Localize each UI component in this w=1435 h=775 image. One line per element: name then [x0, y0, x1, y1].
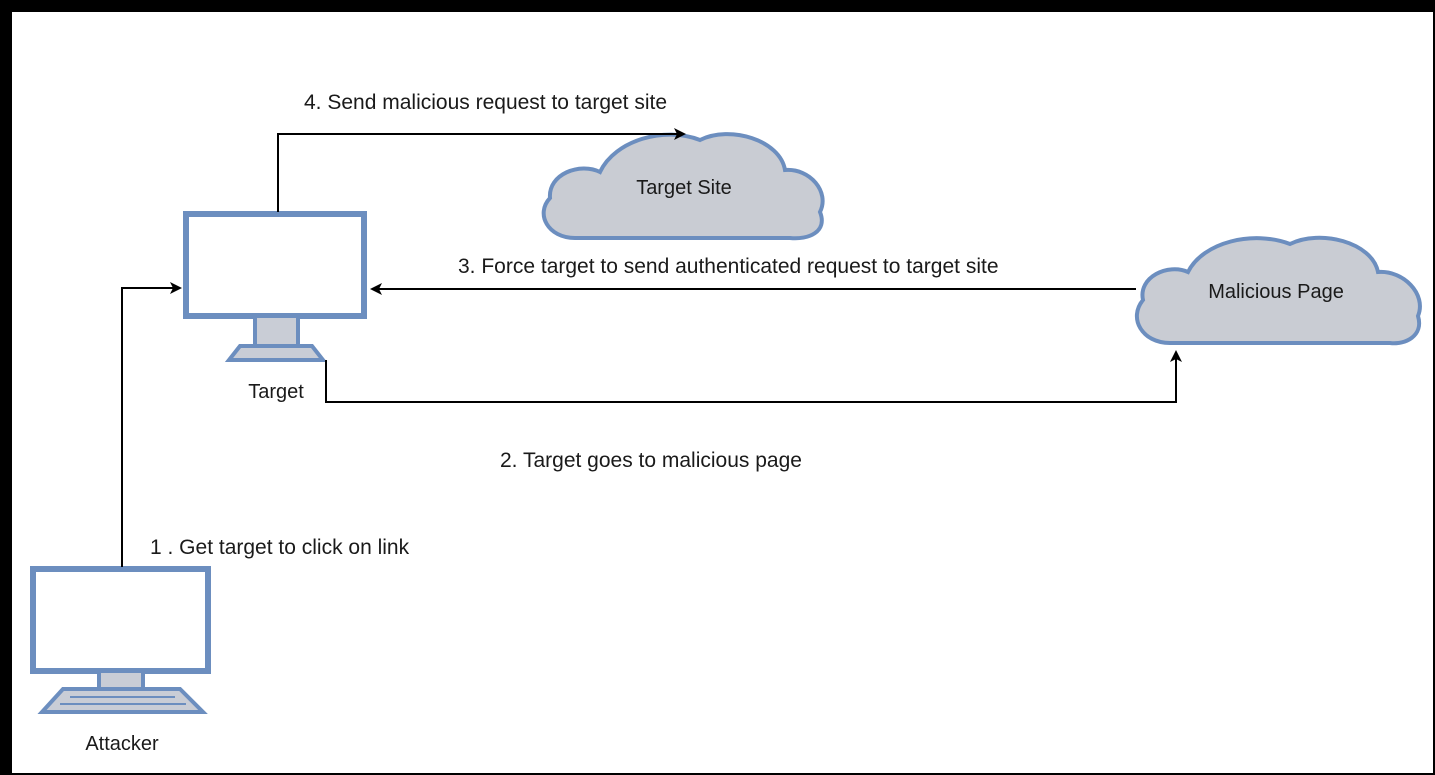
target-monitor-icon	[183, 211, 367, 362]
target-site-label: Target Site	[636, 177, 732, 199]
step3-label: 3. Force target to send authenticated re…	[458, 255, 999, 278]
step1-label: 1 . Get target to click on link	[150, 536, 410, 559]
target-monitor-screen	[183, 211, 367, 319]
step1-arrow	[121, 282, 182, 567]
attacker-keyboard	[37, 687, 208, 714]
attacker-computer-icon	[30, 566, 211, 714]
step4-label: 4. Send malicious request to target site	[304, 91, 667, 114]
malicious-page-label: Malicious Page	[1208, 281, 1344, 303]
target-site-cloud-icon	[541, 132, 825, 241]
step4-arrow	[277, 128, 686, 212]
step2-label: 2. Target goes to malicious page	[500, 449, 802, 472]
malicious-page-cloud-icon	[1135, 235, 1422, 346]
target-monitor-neck	[253, 314, 300, 348]
attacker-label: Attacker	[85, 733, 159, 755]
attacker-monitor-screen	[30, 566, 211, 674]
target-label: Target	[248, 381, 304, 403]
attacker-monitor-neck	[97, 669, 145, 691]
target-monitor-base	[224, 344, 328, 362]
step2-arrow	[325, 350, 1182, 403]
